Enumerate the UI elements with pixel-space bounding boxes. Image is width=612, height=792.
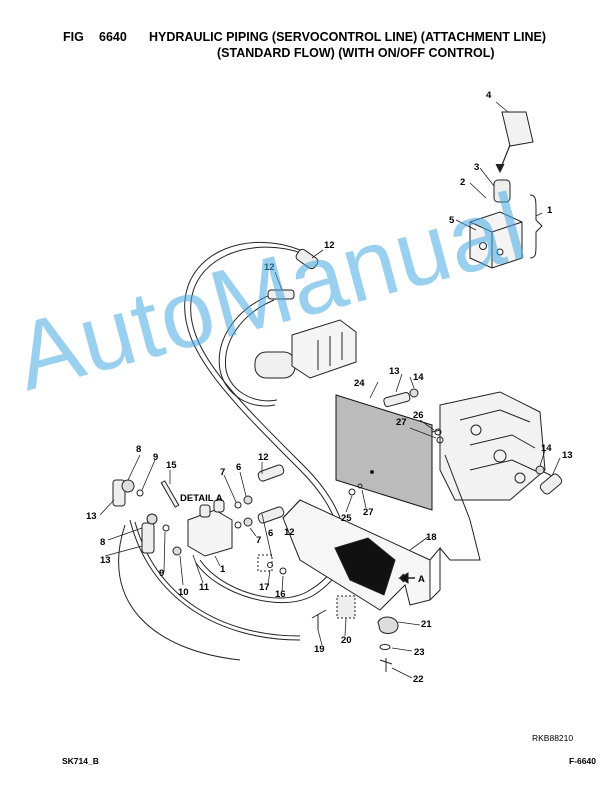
callout-24: 24 bbox=[354, 378, 365, 389]
callout-17: 17 bbox=[259, 582, 270, 593]
callout-27-upper: 27 bbox=[396, 417, 407, 428]
detail-a-label: DETAIL A bbox=[180, 493, 223, 504]
view-a-arrow bbox=[398, 572, 415, 584]
callout-8-lower: 8 bbox=[100, 537, 105, 548]
callout-7-upper: 7 bbox=[220, 467, 225, 478]
callout-9-upper: 9 bbox=[153, 452, 158, 463]
cover-plate bbox=[335, 394, 433, 511]
callout-23: 23 bbox=[414, 647, 425, 658]
callout-15: 15 bbox=[166, 460, 177, 471]
upper-manifold bbox=[254, 248, 357, 379]
callout-numbers: 1 2 3 4 5 12 12 13 14 24 26 27 14 13 8 9… bbox=[86, 90, 573, 685]
callout-21: 21 bbox=[421, 619, 432, 630]
callout-13-far-right: 13 bbox=[562, 450, 573, 461]
figure-label: FIG bbox=[63, 30, 84, 44]
callout-10: 10 bbox=[178, 587, 189, 598]
callout-9-lower: 9 bbox=[159, 568, 164, 579]
callout-12-upper: 12 bbox=[324, 240, 335, 251]
figure-number: 6640 bbox=[99, 30, 127, 44]
callout-26: 26 bbox=[413, 410, 424, 421]
figure-title-line-2: (STANDARD FLOW) (WITH ON/OFF CONTROL) bbox=[217, 46, 495, 60]
callout-3: 3 bbox=[474, 162, 479, 173]
callout-1-detail: 1 bbox=[220, 564, 226, 575]
callout-7-lower: 7 bbox=[256, 535, 261, 546]
callout-4: 4 bbox=[486, 90, 492, 101]
footer-left-code: SK714_B bbox=[62, 756, 99, 766]
callout-14-right: 14 bbox=[413, 372, 424, 383]
view-a-label: A bbox=[418, 574, 425, 585]
callout-5: 5 bbox=[449, 215, 455, 226]
callout-12-upper-left: 12 bbox=[264, 262, 275, 273]
callout-14-far-right: 14 bbox=[541, 443, 552, 454]
drawing-code: RKB88210 bbox=[532, 733, 574, 743]
callout-12-middle: 12 bbox=[258, 452, 269, 463]
mounting-bracket bbox=[282, 454, 481, 611]
detail-a-valve-block bbox=[160, 480, 233, 557]
hose-fittings bbox=[112, 388, 563, 672]
callout-6-upper: 6 bbox=[236, 462, 241, 473]
figure-title-line-1: HYDRAULIC PIPING (SERVOCONTROL LINE) (AT… bbox=[149, 30, 546, 44]
callout-1-top: 1 bbox=[547, 205, 553, 216]
footer-page-number: F-6640 bbox=[569, 756, 596, 766]
callout-20: 20 bbox=[341, 635, 352, 646]
callout-leaders bbox=[99, 101, 561, 679]
solenoid-valve-assembly bbox=[469, 111, 543, 269]
callout-27-lower: 27 bbox=[363, 507, 374, 518]
callout-18: 18 bbox=[426, 532, 437, 543]
callout-13-left-lower: 13 bbox=[100, 555, 111, 566]
callout-11: 11 bbox=[199, 582, 210, 593]
callout-12-lower: 12 bbox=[284, 527, 295, 538]
callout-19: 19 bbox=[314, 644, 325, 655]
callout-22: 22 bbox=[413, 674, 424, 685]
callout-13-right: 13 bbox=[389, 366, 400, 377]
callout-6-lower: 6 bbox=[268, 528, 273, 539]
callout-8-upper: 8 bbox=[136, 444, 141, 455]
callout-16: 16 bbox=[275, 589, 286, 600]
callout-13-left-upper: 13 bbox=[86, 511, 97, 522]
callout-25: 25 bbox=[341, 513, 352, 524]
callout-2: 2 bbox=[460, 177, 465, 188]
